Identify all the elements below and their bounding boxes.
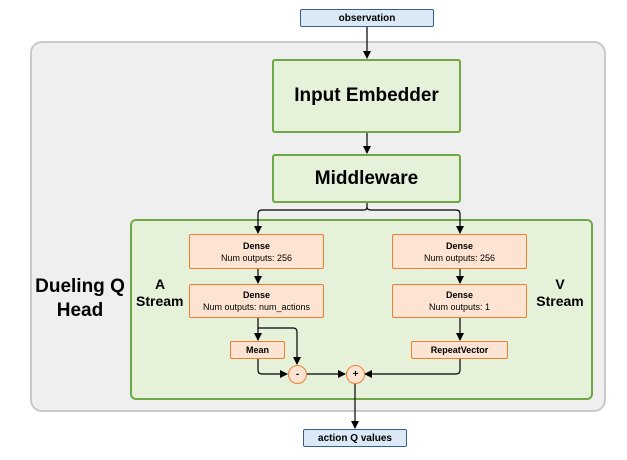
edge-mean-to-subtract [257,359,288,378]
middleware-label: Middleware [314,167,419,189]
input-embedder-block: Input Embedder [272,59,461,133]
add-operator: + [346,365,365,384]
input-embedder-label: Input Embedder [294,85,439,106]
action-q-values-label: action Q values [318,432,392,444]
edge-a-dense2-to-subtract [258,327,301,365]
middleware-block: Middleware [272,154,461,203]
dueling-q-head-label: Dueling Q Head [35,276,125,321]
edge-repeat-to-add [364,359,461,378]
observation-label: observation [338,12,396,24]
v-stream-dense-layer-2: Dense Num outputs: 1 [392,284,527,318]
v-stream-label: V Stream [536,276,584,309]
a-stream-dense-layer-2: Dense Num outputs: num_actions [189,284,324,318]
v-stream-dense-layer-1: Dense Num outputs: 256 [392,234,527,269]
edge-middleware-to-a-stream [254,203,368,234]
action-q-values-output-node: action Q values [303,429,407,447]
mean-layer: Mean [230,341,285,359]
edge-middleware-to-v-stream [366,206,464,234]
a-stream-label: A Stream [136,276,184,309]
repeat-vector-layer: RepeatVector [411,341,508,359]
observation-input-node: observation [300,9,434,27]
subtract-operator: - [288,365,307,384]
a-stream-dense-layer-1: Dense Num outputs: 256 [189,234,324,269]
